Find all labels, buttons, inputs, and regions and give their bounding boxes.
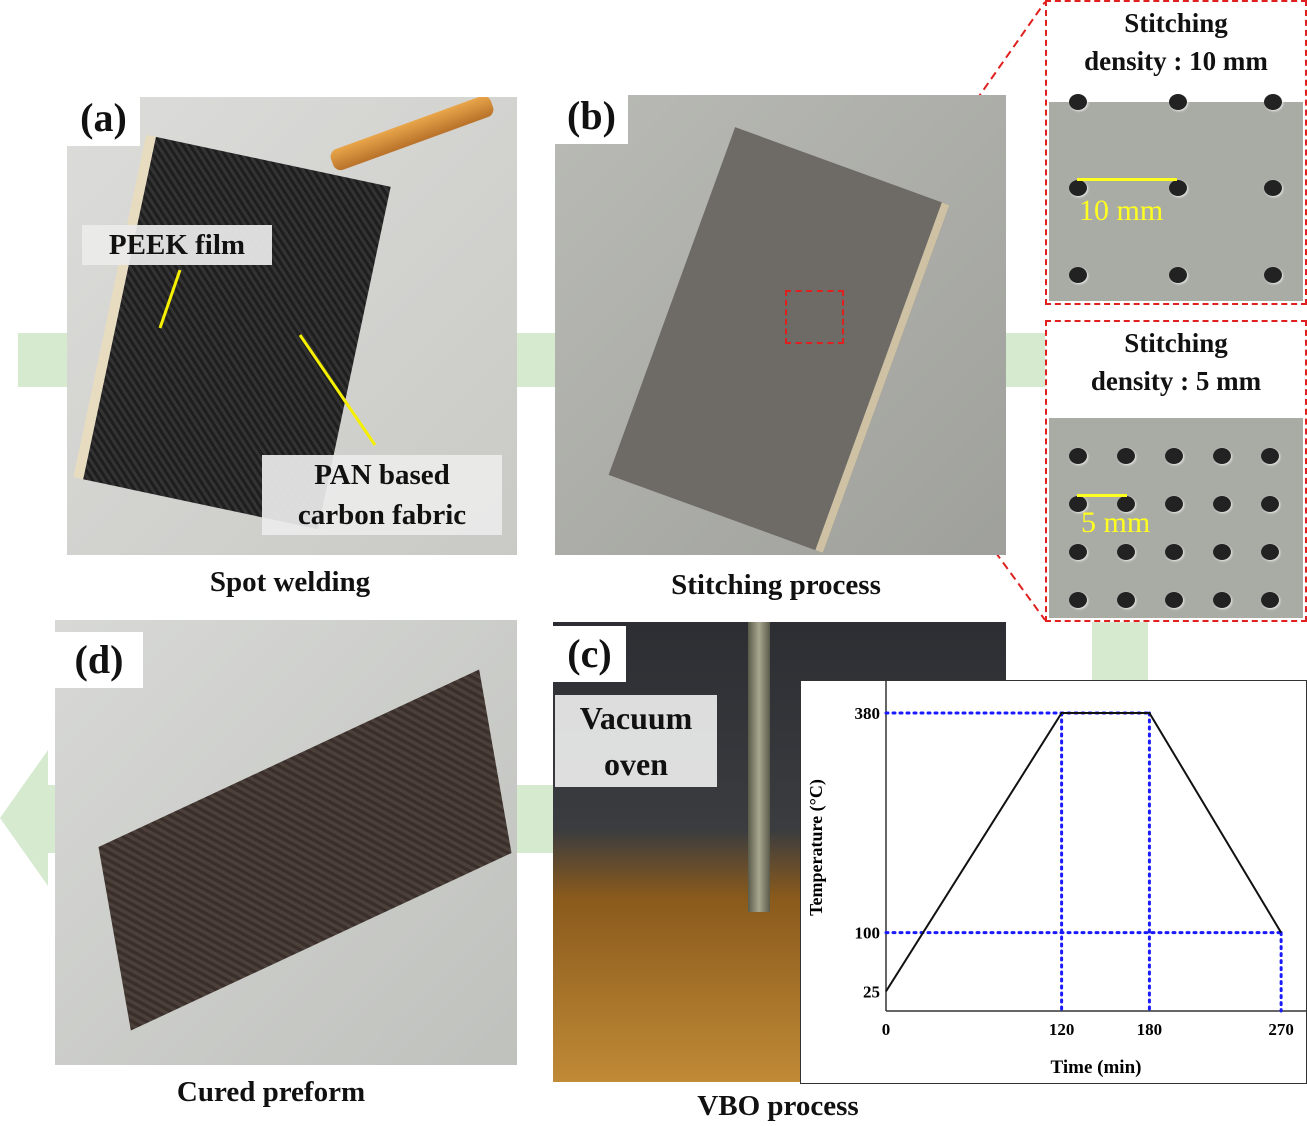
- stitch-hole: [1261, 592, 1279, 608]
- stitch-hole: [1213, 448, 1231, 464]
- photo-stitching: [555, 95, 1006, 555]
- y-tick-label: 380: [855, 704, 881, 723]
- stitch-hole: [1069, 496, 1087, 512]
- caption-b: Stitching process: [671, 569, 881, 601]
- stitch-hole: [1165, 496, 1183, 512]
- measure-label: 10 mm: [1079, 194, 1164, 227]
- stitch-hole: [1117, 496, 1135, 512]
- caption-a: Spot welding: [209, 566, 371, 598]
- photo-cured-preform: [55, 620, 517, 1065]
- x-tick-label: 0: [882, 1020, 891, 1039]
- stitch-hole: [1165, 592, 1183, 608]
- stitch-hole: [1069, 592, 1087, 608]
- x-tick-label: 180: [1137, 1020, 1163, 1039]
- stitch-hole: [1213, 592, 1231, 608]
- vacuum-hose: [748, 622, 770, 912]
- panel-label-d: (d): [55, 632, 143, 688]
- measure-label: 5 mm: [1081, 506, 1151, 539]
- x-tick-label: 270: [1268, 1020, 1294, 1039]
- caption-c: VBO process: [697, 1090, 859, 1122]
- y-tick-label: 25: [863, 982, 880, 1001]
- stitched-panel: [608, 127, 950, 553]
- temperature-profile-line: [885, 712, 1282, 992]
- stitch-hole: [1165, 544, 1183, 560]
- stitch-hole: [1069, 448, 1087, 464]
- inset-title: Stitching density : 10 mm: [1084, 8, 1268, 76]
- stitch-hole: [1213, 544, 1231, 560]
- zoom-region-box: [785, 290, 844, 344]
- stitch-hole: [1069, 544, 1087, 560]
- y-axis-label: Temperature (°C): [806, 779, 827, 916]
- stitch-hole: [1261, 544, 1279, 560]
- callout-carbon-fabric: PAN based carbon fabric: [262, 455, 502, 535]
- inset-title: Stitching density : 5 mm: [1090, 328, 1262, 396]
- measure-bar: [1077, 494, 1127, 497]
- inset-image: 5 mm: [1049, 418, 1303, 618]
- flow-arrow-b-to-c: [1092, 620, 1148, 682]
- inset-10mm: Stitching density : 10 mm 10 mm: [1045, 0, 1307, 305]
- x-tick-label: 120: [1049, 1020, 1075, 1039]
- stitch-hole: [1261, 448, 1279, 464]
- y-tick-label: 100: [855, 924, 881, 943]
- x-axis-label: Time (min): [1051, 1057, 1142, 1078]
- stitch-hole: [1117, 448, 1135, 464]
- inset-5mm: Stitching density : 5 mm 5 mm: [1045, 320, 1307, 622]
- cured-panel: [98, 669, 512, 1031]
- panel-label-b: (b): [555, 88, 628, 144]
- stitch-hole: [1213, 496, 1231, 512]
- inset-image: 10 mm: [1049, 94, 1303, 301]
- stitch-hole: [1261, 496, 1279, 512]
- callout-peek-film: PEEK film: [82, 225, 272, 265]
- stitch-hole: [1117, 592, 1135, 608]
- panel-label-a: (a): [67, 90, 140, 146]
- stitch-hole: [1165, 448, 1183, 464]
- vacuum-oven-tag: Vacuum oven: [555, 695, 717, 787]
- caption-d: Cured preform: [176, 1076, 366, 1108]
- arrow-head-left-icon: [0, 750, 48, 886]
- measure-bar: [1077, 178, 1177, 181]
- stitch-hole: [1117, 544, 1135, 560]
- panel-label-c: (c): [553, 626, 626, 682]
